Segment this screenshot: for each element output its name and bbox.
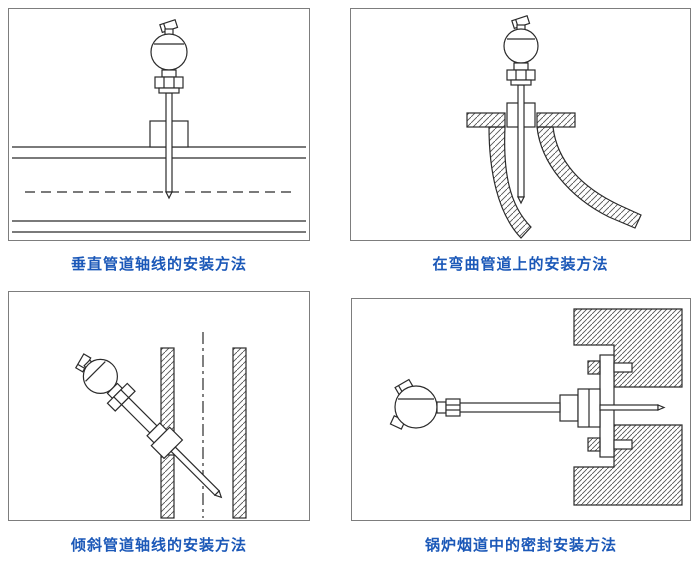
connection-head bbox=[394, 385, 438, 429]
pipe-wall-left-lower bbox=[160, 454, 175, 519]
curved-pipe-installation-diagram bbox=[466, 15, 642, 239]
thermocouple-assembly bbox=[389, 378, 666, 430]
panel-boiler-flue-seal bbox=[351, 298, 691, 521]
inclined-installation-diagram bbox=[74, 332, 247, 519]
vertical-installation-diagram bbox=[12, 19, 306, 233]
bolt-upper bbox=[587, 360, 601, 375]
gland-body bbox=[559, 394, 579, 422]
flange bbox=[158, 87, 180, 94]
extension-stem bbox=[120, 396, 158, 434]
entry-collar-right bbox=[536, 112, 576, 128]
thermocouple-assembly bbox=[74, 353, 223, 499]
connection-head bbox=[150, 33, 188, 71]
stud-lower bbox=[613, 439, 633, 450]
entry-collar-left bbox=[466, 112, 506, 128]
connection-head bbox=[503, 28, 539, 64]
panel-vertical-pipe-axis bbox=[8, 8, 310, 241]
probe-tip bbox=[517, 196, 525, 205]
panel-inclined-pipe-axis bbox=[8, 291, 310, 521]
pipe-wall-right bbox=[232, 347, 247, 519]
flange bbox=[510, 79, 532, 86]
hex-nut bbox=[154, 76, 184, 89]
elbow-wall-outer bbox=[488, 126, 532, 239]
pipe-elbow bbox=[466, 112, 642, 239]
flue-wall bbox=[573, 308, 683, 506]
bolt-lower bbox=[587, 437, 601, 452]
probe bbox=[599, 404, 659, 411]
neck bbox=[513, 62, 529, 71]
pipe-wall-left-upper bbox=[160, 347, 175, 433]
flue-wall-upper bbox=[573, 308, 683, 388]
neck bbox=[161, 69, 177, 78]
probe-tip bbox=[657, 404, 666, 411]
boiler-flue-installation-diagram bbox=[389, 308, 683, 506]
caption-boiler-flue-seal: 锅炉烟道中的密封安装方法 bbox=[424, 537, 617, 554]
probe bbox=[517, 84, 525, 198]
hex-nut bbox=[445, 398, 461, 417]
elbow-wall-inner bbox=[536, 126, 642, 229]
caption-inclined-pipe-axis: 倾斜管道轴线的安装方法 bbox=[70, 537, 247, 554]
neck bbox=[436, 401, 447, 414]
flue-wall-lower bbox=[573, 424, 683, 506]
probe-tip bbox=[213, 489, 223, 499]
probe bbox=[165, 92, 173, 193]
stud-upper bbox=[613, 362, 633, 373]
caption-vertical-pipe-axis: 垂直管道轴线的安装方法 bbox=[70, 256, 247, 273]
thermocouple-assembly bbox=[149, 19, 189, 200]
panel-curved-pipe bbox=[350, 8, 691, 241]
vertical-pipe bbox=[160, 332, 247, 519]
extension-stem bbox=[457, 402, 561, 413]
caption-curved-pipe: 在弯曲管道上的安装方法 bbox=[432, 256, 609, 273]
horizontal-pipe bbox=[12, 146, 306, 233]
thermocouple-assembly bbox=[503, 15, 539, 205]
probe bbox=[170, 446, 221, 497]
probe-tip bbox=[165, 191, 173, 200]
hex-nut bbox=[506, 69, 536, 81]
